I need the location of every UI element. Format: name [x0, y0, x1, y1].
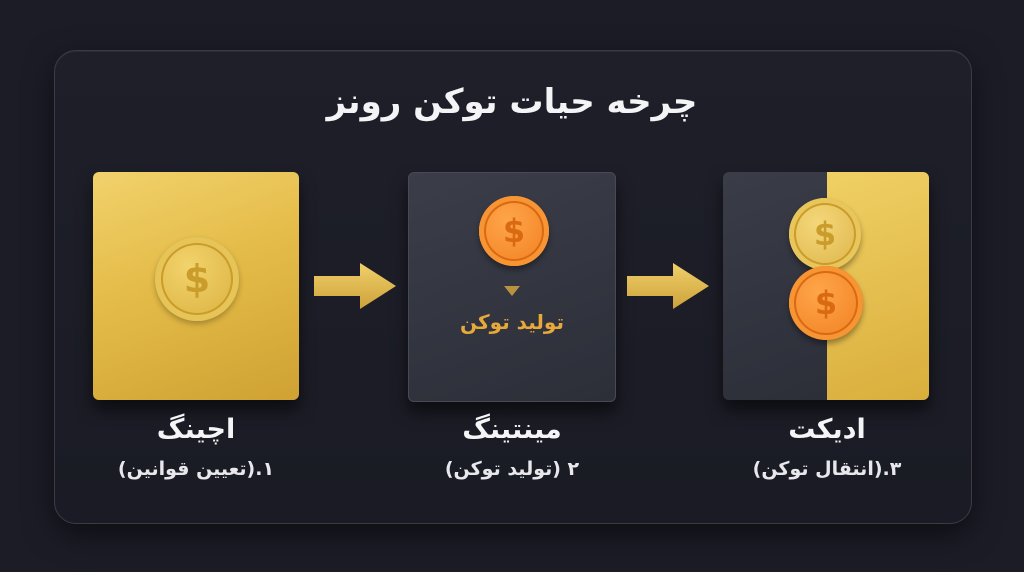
step-name-edict: ادیکت: [788, 414, 866, 445]
dollar-coin-icon: $: [479, 196, 549, 266]
right-arrow-icon: [627, 263, 709, 309]
dollar-coin-icon: $: [789, 266, 863, 340]
step-desc-minting: ۲ (تولید توکن): [444, 458, 580, 480]
coin-symbol: $: [502, 212, 526, 250]
coin-symbol: $: [813, 215, 837, 253]
right-arrow-icon: [314, 263, 396, 309]
step-name-minting: مینتینگ: [462, 414, 562, 445]
dollar-coin-icon: $: [155, 237, 239, 321]
coin-symbol: $: [814, 284, 838, 322]
step-name-etching: اچینگ: [156, 414, 236, 445]
coin-symbol: $: [183, 257, 211, 301]
dollar-coin-icon: $: [789, 198, 861, 270]
down-triangle-icon: [504, 286, 520, 296]
step-desc-etching: ۱.(تعیین قوانین): [117, 458, 275, 480]
diagram-title: چرخه حیات توکن رونز: [326, 82, 698, 122]
step-desc-edict: ۳.(انتقال توکن): [752, 458, 902, 480]
minting-card-label: تولید توکن: [460, 310, 564, 334]
